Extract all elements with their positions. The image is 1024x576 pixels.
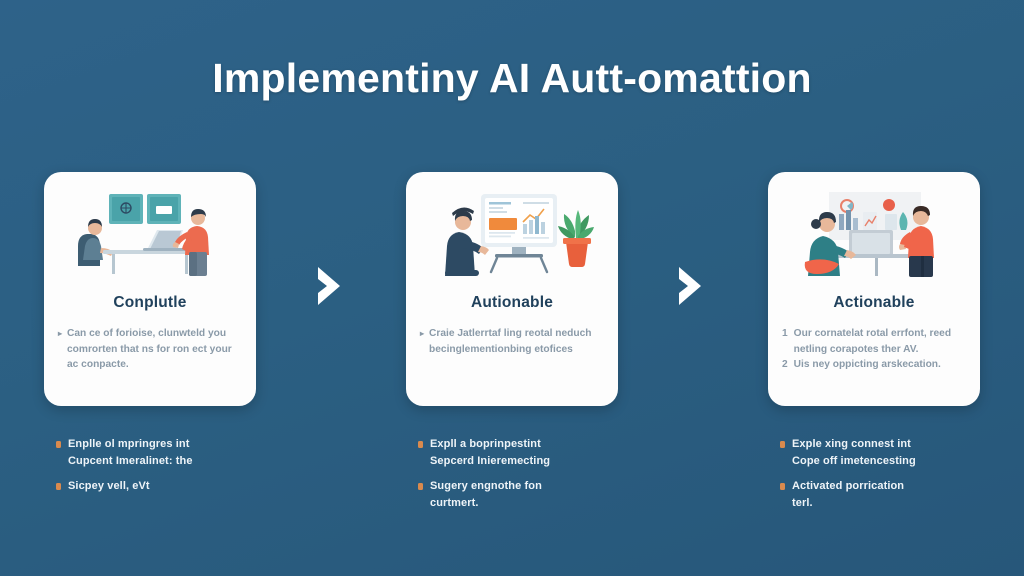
card-body-text-2: Craie Jatlerrtaf ling reotal neduch beci… [429, 326, 604, 357]
list-number: 1 [782, 328, 788, 339]
bullet-marker-icon [780, 441, 785, 448]
bullet-marker-icon [780, 483, 785, 490]
card-body-2: ▸ Craie Jatlerrtaf ling reotal neduch be… [420, 326, 604, 357]
card-body-text-1: Can ce of forioise, clunwteld you comror… [67, 326, 242, 373]
card-body-1: ▸ Can ce of forioise, clunwteld you comr… [58, 326, 242, 373]
list-item: Enplle ol mpringres int Cupcent Imeralin… [56, 436, 256, 469]
bullet-marker-icon [56, 441, 61, 448]
bullet-line: Enplle ol mpringres int [68, 438, 190, 450]
card-body-3: 1 Our cornatelat rotal errfont, reed net… [782, 326, 966, 373]
card-body-line: AV. [903, 343, 919, 355]
card-body-line: reed netling corapotes ther [793, 328, 952, 355]
list-item: Sugery engnothe fon curtmert. [418, 478, 618, 511]
numbered-item: 1 Our cornatelat rotal errfont, reed net… [782, 326, 966, 357]
card-bullet-marker-1: ▸ [58, 329, 63, 338]
numbered-item-text: Uis ney oppicting arskecation. [794, 357, 966, 373]
bullet-line: Sicpey vell, eVt [68, 480, 150, 492]
bullet-text: Sugery engnothe fon curtmert. [430, 478, 542, 511]
bullet-marker-icon [418, 441, 423, 448]
page-title: Implementiny AI Autt-omattion [212, 55, 812, 101]
bullet-text: Sicpey vell, eVt [68, 478, 150, 495]
bullet-line: curtmert. [430, 496, 479, 509]
two-people-with-whiteboard-charts-and-laptop-illustration [789, 192, 959, 278]
two-people-at-desk-with-wall-panels-illustration [65, 192, 235, 278]
card-1[interactable]: Conplutle ▸ Can ce of forioise, clunwtel… [44, 172, 256, 406]
card-body-line: ect your ac conpacte. [67, 343, 232, 371]
list-item: Expll a boprinpestint Sepcerd Inieremect… [418, 436, 618, 469]
card-body-line: Our cornatelat rotal errfont, [793, 328, 927, 339]
card-title-1: Conplutle [113, 294, 187, 311]
numbered-item-text: Our cornatelat rotal errfont, reed netli… [794, 326, 966, 357]
card-title-2: Autionable [470, 294, 554, 311]
person-at-monitor-with-dashboard-and-plant-illustration [427, 192, 597, 278]
column-3: Actionable 1 Our cornatelat rotal errfon… [768, 172, 980, 511]
bullet-line: terl. [792, 496, 813, 509]
card-3[interactable]: Actionable 1 Our cornatelat rotal errfon… [768, 172, 980, 406]
bullet-line: Exple xing connest int [792, 438, 911, 450]
list-item: Exple xing connest int Cope off imetence… [780, 436, 980, 469]
bullet-line: Cope off imetencesting [792, 454, 916, 467]
card-body-line: Craie Jatlerrtaf ling reotal [429, 328, 553, 339]
bullet-marker-icon [418, 483, 423, 490]
column-2: Autionable ▸ Craie Jatlerrtaf ling reota… [406, 172, 618, 511]
list-item: Activated porrication terl. [780, 478, 980, 511]
bullet-line: Activated porrication [792, 480, 905, 492]
card-bullet-marker-2: ▸ [420, 329, 425, 338]
bullet-line: Cupcent Imeralinet: the [68, 454, 193, 467]
list-number: 2 [782, 359, 788, 370]
bullet-line: Sugery engnothe fon [430, 480, 542, 492]
card-body-line: Uis ney oppicting arskecation. [793, 359, 941, 370]
bullet-line: Expll a boprinpestint [430, 438, 541, 450]
bullet-list-2: Expll a boprinpestint Sepcerd Inieremect… [406, 436, 618, 511]
bullet-list-3: Exple xing connest int Cope off imetence… [768, 436, 980, 511]
card-title-3: Actionable [833, 294, 915, 311]
card-body-line: Can ce of forioise, clunwteld [67, 328, 206, 339]
bullet-text: Enplle ol mpringres int Cupcent Imeralin… [68, 436, 193, 469]
chevron-right-icon-2 [673, 264, 707, 308]
card-body-line: you comrorten that ns for ron [67, 328, 227, 355]
columns-container: Conplutle ▸ Can ce of forioise, clunwtel… [44, 172, 980, 511]
bullet-text: Exple xing connest int Cope off imetence… [792, 436, 916, 469]
bullet-text: Activated porrication terl. [792, 478, 904, 511]
bullet-marker-icon [56, 483, 61, 490]
card-body-line: neduch becinglementionbing [429, 328, 592, 355]
bullet-line: Sepcerd Inieremecting [430, 454, 551, 467]
bullet-text: Expll a boprinpestint Sepcerd Inieremect… [430, 436, 550, 469]
chevron-right-icon-1 [312, 264, 346, 308]
card-body-line: etofices [534, 343, 573, 355]
column-1: Conplutle ▸ Can ce of forioise, clunwtel… [44, 172, 256, 495]
bullet-list-1: Enplle ol mpringres int Cupcent Imeralin… [44, 436, 256, 495]
numbered-item: 2 Uis ney oppicting arskecation. [782, 357, 966, 373]
list-item: Sicpey vell, eVt [56, 478, 256, 495]
card-2[interactable]: Autionable ▸ Craie Jatlerrtaf ling reota… [406, 172, 618, 406]
